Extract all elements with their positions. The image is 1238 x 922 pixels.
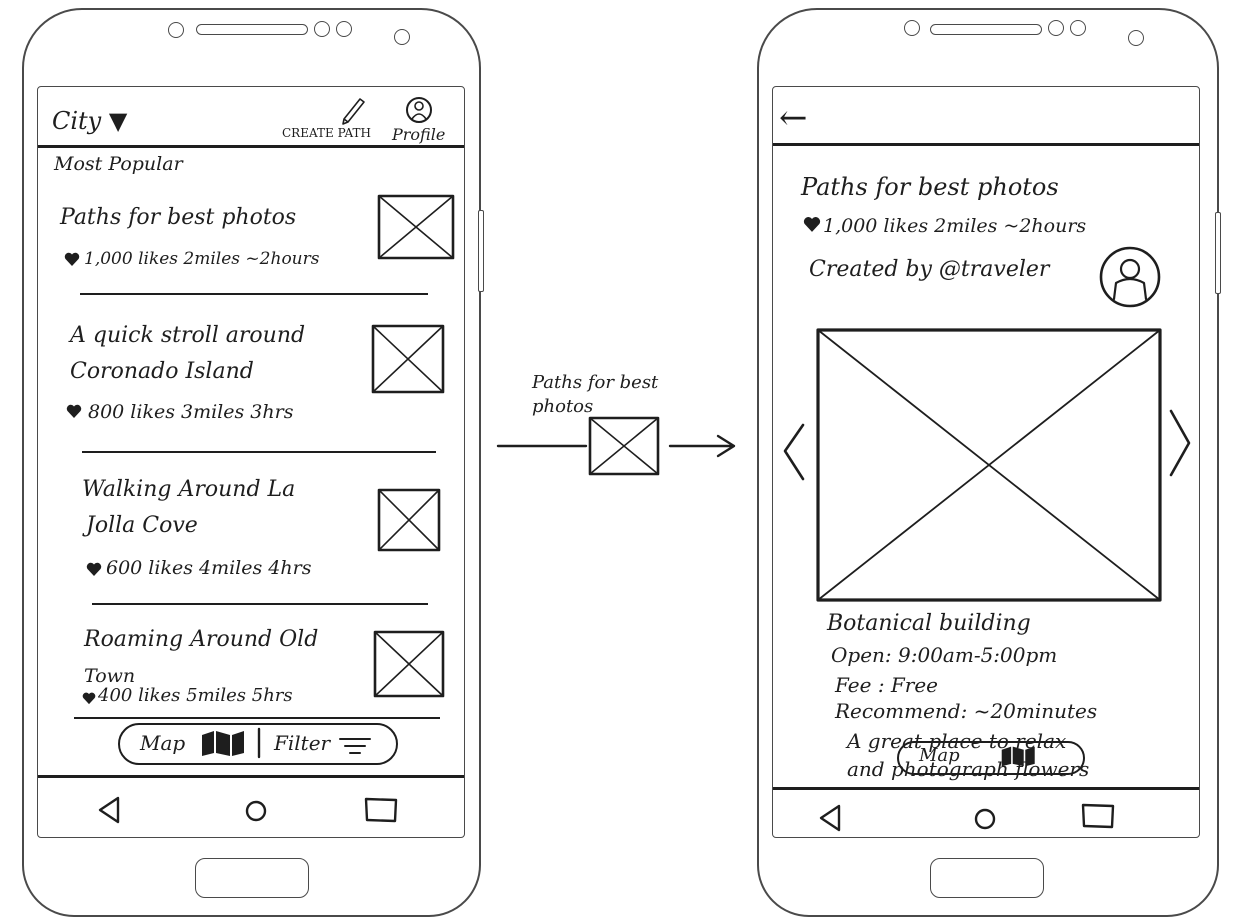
left-screen: City ▼ CREATE PATH Profile Most Popular … bbox=[37, 86, 465, 838]
item-divider bbox=[82, 451, 436, 453]
filter-icon[interactable] bbox=[338, 735, 372, 757]
transition-flow bbox=[496, 416, 736, 476]
right-phone-sensor-1 bbox=[1048, 20, 1064, 36]
item-divider bbox=[92, 603, 428, 605]
left-phone-sensor-2 bbox=[336, 21, 352, 37]
list-bottom-divider bbox=[74, 717, 440, 719]
pencil-icon[interactable] bbox=[334, 93, 368, 127]
item-stats: 400 likes 5miles 5hrs bbox=[98, 685, 293, 706]
city-selector[interactable]: City ▼ bbox=[52, 107, 128, 135]
heart-icon bbox=[64, 252, 80, 266]
fee: Fee : Free bbox=[835, 673, 939, 697]
map-button-label[interactable]: Map bbox=[140, 731, 186, 755]
item-title: Roaming Around Old bbox=[84, 627, 319, 652]
item-thumbnail bbox=[377, 194, 455, 260]
item-stats: 600 likes 4miles 4hrs bbox=[106, 557, 312, 579]
circle-home-icon[interactable] bbox=[244, 799, 268, 823]
map-filter-toggle[interactable] bbox=[118, 723, 398, 765]
item-title-line2: Coronado Island bbox=[70, 359, 254, 384]
left-phone-speaker bbox=[196, 24, 308, 35]
left-phone-sensor-1 bbox=[314, 21, 330, 37]
right-screen: ← Paths for best photos 1,000 likes 2mil… bbox=[772, 86, 1200, 838]
item-thumbnail bbox=[373, 630, 445, 698]
heart-icon bbox=[82, 692, 96, 705]
map-icon[interactable] bbox=[999, 745, 1039, 767]
created-by[interactable]: Created by @traveler bbox=[809, 257, 1050, 282]
author-avatar-icon[interactable] bbox=[1097, 245, 1163, 309]
left-phone-sensor-3 bbox=[394, 29, 410, 45]
toggle-separator bbox=[257, 727, 261, 759]
heart-icon bbox=[86, 562, 102, 576]
transition-label-line1: Paths for best bbox=[532, 372, 659, 393]
map-icon[interactable] bbox=[200, 729, 248, 757]
profile-icon[interactable] bbox=[404, 95, 434, 125]
right-phone-front-camera bbox=[904, 20, 920, 36]
item-thumbnail bbox=[377, 488, 441, 552]
square-recent-icon[interactable] bbox=[1079, 801, 1117, 831]
left-phone-home-button[interactable] bbox=[195, 858, 309, 898]
right-phone-home-button[interactable] bbox=[930, 858, 1044, 898]
nav-bar-divider bbox=[38, 775, 464, 778]
photo-carousel-image bbox=[816, 328, 1162, 602]
item-stats: 800 likes 3miles 3hrs bbox=[88, 401, 294, 423]
item-title-line2: Jolla Cove bbox=[86, 513, 198, 538]
map-toggle-button[interactable] bbox=[897, 741, 1085, 775]
heart-icon bbox=[66, 404, 82, 418]
header-divider bbox=[773, 143, 1199, 146]
heart-icon bbox=[803, 217, 821, 232]
item-thumbnail bbox=[371, 324, 445, 394]
right-phone-sensor-2 bbox=[1070, 20, 1086, 36]
left-phone-side-button bbox=[478, 210, 484, 292]
filter-button-label[interactable]: Filter bbox=[274, 731, 331, 755]
recommend-time: Recommend: ~20minutes bbox=[835, 699, 1098, 723]
back-arrow-icon[interactable]: ← bbox=[779, 98, 808, 138]
right-phone-speaker bbox=[930, 24, 1042, 35]
left-phone-front-camera bbox=[168, 22, 184, 38]
triangle-back-icon[interactable] bbox=[817, 803, 843, 833]
profile-label[interactable]: Profile bbox=[392, 125, 446, 144]
path-stats: 1,000 likes 2miles ~2hours bbox=[823, 215, 1087, 237]
create-path-label[interactable]: CREATE PATH bbox=[282, 126, 372, 140]
triangle-back-icon[interactable] bbox=[96, 795, 122, 825]
item-title: Walking Around La bbox=[82, 477, 296, 502]
section-title: Most Popular bbox=[54, 153, 183, 175]
map-button-label[interactable]: Map bbox=[919, 745, 960, 766]
item-title: Paths for best photos bbox=[60, 205, 297, 230]
square-recent-icon[interactable] bbox=[362, 795, 400, 825]
path-title: Paths for best photos bbox=[801, 173, 1059, 201]
next-photo-icon[interactable] bbox=[1167, 407, 1195, 479]
prev-photo-icon[interactable] bbox=[779, 421, 807, 483]
right-phone-side-button bbox=[1215, 212, 1221, 294]
header-divider bbox=[38, 145, 464, 148]
transition-label-line2: photos bbox=[532, 396, 594, 417]
item-title: A quick stroll around bbox=[70, 323, 306, 348]
item-stats: 1,000 likes 2miles ~2hours bbox=[84, 249, 320, 269]
item-title-line2: Town bbox=[84, 665, 136, 687]
circle-home-icon[interactable] bbox=[973, 807, 997, 831]
open-hours: Open: 9:00am-5:00pm bbox=[831, 643, 1058, 667]
place-name: Botanical building bbox=[827, 611, 1031, 636]
nav-bar-divider bbox=[773, 787, 1199, 790]
right-phone-sensor-3 bbox=[1128, 30, 1144, 46]
item-divider bbox=[80, 293, 428, 295]
